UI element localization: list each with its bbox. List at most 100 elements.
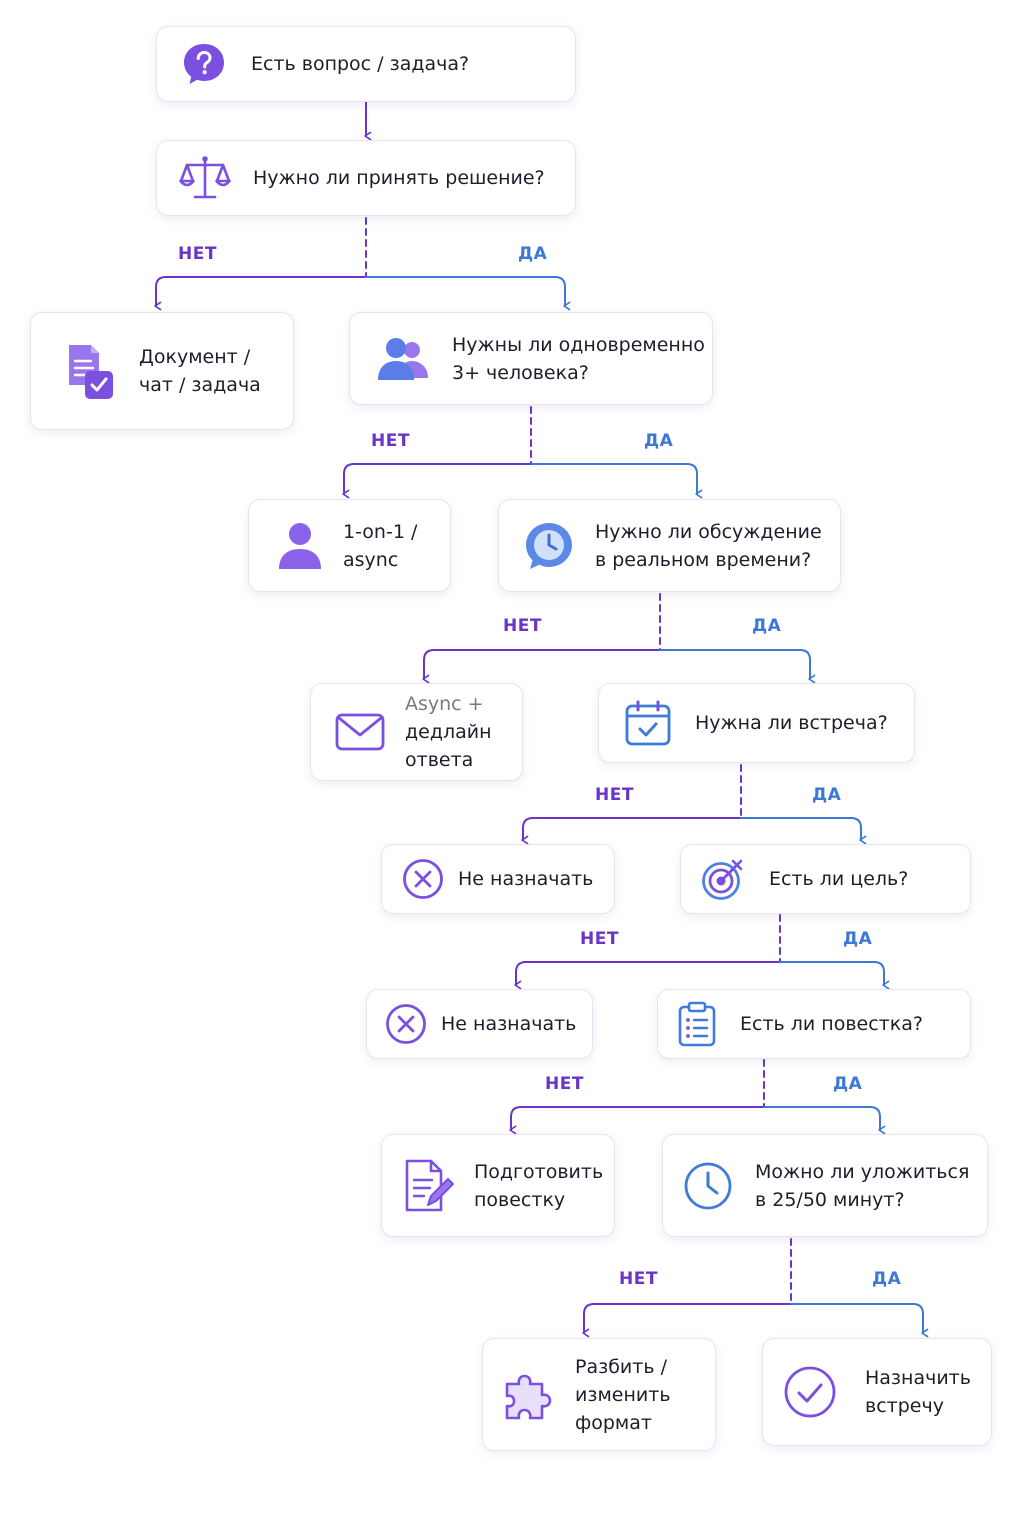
yes-label-2: ДА — [644, 431, 674, 451]
no-label-4: НЕТ — [595, 785, 634, 805]
node-meeting-needed-text: Нужна ли встреча? — [695, 709, 888, 737]
connector-no-branch-4 — [521, 817, 742, 845]
connector-yes-branch-6 — [763, 1106, 886, 1135]
node-dont-schedule-2[interactable]: Не назначать — [366, 989, 593, 1059]
target-icon — [701, 857, 745, 901]
node-realtime-line-2: в реальном времени? — [595, 548, 812, 571]
node-async-deadline-text: Async + дедлайн ответа — [405, 690, 492, 774]
node-dont-schedule-2-text: Не назначать — [441, 1010, 576, 1038]
calendar-check-icon — [625, 700, 671, 746]
no-label-7: НЕТ — [619, 1269, 658, 1289]
node-prepare-agenda-text: Подготовить повестку — [474, 1158, 603, 1214]
connector-yes-branch-1 — [365, 276, 571, 311]
node-start-text: Есть вопрос / задача? — [251, 50, 469, 78]
node-realtime-line-1: Нужно ли обсуждение — [595, 520, 822, 543]
node-decision-needed[interactable]: Нужно ли принять решение? — [156, 140, 576, 216]
connector-no-branch-2 — [342, 463, 532, 499]
node-decision-needed-text: Нужно ли принять решение? — [253, 164, 545, 192]
node-time-fit-text: Можно ли уложиться в 25/50 минут? — [755, 1158, 969, 1214]
node-meeting-needed[interactable]: Нужна ли встреча? — [598, 683, 915, 763]
node-has-goal-line-1: Есть ли цель? — [769, 868, 909, 890]
node-has-agenda[interactable]: Есть ли повестка? — [657, 989, 971, 1059]
node-split-change-line-3: формат — [575, 1411, 652, 1434]
node-decision-needed-line-1: Нужно ли принять решение? — [253, 167, 545, 189]
node-one-on-one-line-2: async — [343, 548, 399, 571]
node-split-change[interactable]: Разбить / изменить формат — [482, 1338, 716, 1451]
no-label-1: НЕТ — [178, 244, 217, 264]
connector-yes-branch-4 — [740, 817, 867, 845]
connector-yes-branch-7 — [790, 1303, 929, 1338]
node-realtime[interactable]: Нужно ли обсуждение в реальном времени? — [498, 499, 841, 592]
envelope-icon — [335, 712, 385, 752]
node-time-fit-line-2: в 25/50 минут? — [755, 1188, 905, 1211]
document-check-icon — [65, 341, 117, 401]
yes-label-7: ДА — [872, 1269, 902, 1289]
x-circle-icon — [385, 1003, 427, 1045]
yes-label-3: ДА — [752, 616, 782, 636]
node-dont-schedule-2-line-1: Не назначать — [441, 1013, 577, 1035]
node-dont-schedule-1[interactable]: Не назначать — [381, 844, 615, 914]
connector-no-branch-1 — [154, 276, 367, 311]
node-one-on-one[interactable]: 1-on-1 / async — [248, 499, 451, 592]
x-circle-icon — [402, 858, 444, 900]
connector-yes-branch-5 — [779, 961, 890, 990]
clock-bubble-icon — [523, 520, 575, 572]
clipboard-list-icon — [678, 1001, 716, 1047]
node-split-change-text: Разбить / изменить формат — [575, 1353, 671, 1437]
node-has-agenda-line-1: Есть ли повестка? — [740, 1013, 923, 1035]
clock-icon — [683, 1161, 733, 1211]
user-icon — [277, 521, 323, 571]
node-async-deadline-prefix: Async + — [405, 693, 484, 715]
no-label-2: НЕТ — [371, 431, 410, 451]
document-edit-icon — [404, 1158, 454, 1214]
yes-label-6: ДА — [833, 1074, 863, 1094]
no-label-5: НЕТ — [580, 929, 619, 949]
node-one-on-one-text: 1-on-1 / async — [343, 518, 417, 574]
node-split-change-line-2: изменить — [575, 1383, 671, 1406]
connector-yes-branch-3 — [659, 649, 816, 684]
node-three-people-text: Нужны ли одновременно 3+ человека? — [452, 331, 705, 387]
node-realtime-text: Нужно ли обсуждение в реальном времени? — [595, 518, 822, 574]
node-has-goal[interactable]: Есть ли цель? — [680, 844, 971, 914]
node-start-line-1: Есть вопрос / задача? — [251, 53, 470, 75]
connector-no-branch-5 — [514, 961, 781, 990]
scales-icon — [179, 155, 231, 201]
connector-no-branch-7 — [582, 1303, 792, 1338]
node-meeting-needed-line-1: Нужна ли встреча? — [695, 712, 888, 734]
yes-label-5: ДА — [843, 929, 873, 949]
node-has-goal-text: Есть ли цель? — [769, 865, 908, 893]
node-three-people-line-1: Нужны ли одновременно — [452, 333, 705, 356]
node-has-agenda-text: Есть ли повестка? — [740, 1010, 923, 1038]
node-prepare-agenda-line-2: повестку — [474, 1188, 566, 1211]
node-dont-schedule-1-line-1: Не назначать — [458, 868, 594, 890]
users-icon — [376, 336, 430, 382]
node-async-deadline-line-2: ответа — [405, 749, 474, 771]
node-doc-chat-task-line-2: чат / задача — [139, 374, 261, 396]
node-one-on-one-line-1: 1-on-1 / — [343, 520, 418, 543]
node-split-change-line-1: Разбить / — [575, 1355, 667, 1378]
node-schedule-line-1: Назначить — [865, 1367, 971, 1389]
node-doc-chat-task-text: Документ / чат / задача — [139, 343, 261, 399]
node-prepare-agenda-line-1: Подготовить — [474, 1160, 604, 1183]
node-schedule[interactable]: Назначить встречу — [762, 1338, 992, 1446]
node-start[interactable]: Есть вопрос / задача? — [156, 26, 576, 102]
no-label-6: НЕТ — [545, 1074, 584, 1094]
connector-no-branch-3 — [422, 649, 661, 684]
node-schedule-line-2: встречу — [865, 1395, 944, 1417]
yes-label-1: ДА — [518, 244, 548, 264]
node-three-people[interactable]: Нужны ли одновременно 3+ человека? — [349, 312, 713, 405]
node-dont-schedule-1-text: Не назначать — [458, 865, 593, 893]
connector-no-branch-6 — [509, 1106, 765, 1135]
node-async-deadline-line-1: дедлайн — [405, 721, 492, 743]
node-async-deadline[interactable]: Async + дедлайн ответа — [310, 683, 523, 781]
puzzle-icon — [503, 1368, 557, 1422]
question-bubble-icon — [181, 41, 227, 87]
check-circle-icon — [783, 1365, 837, 1419]
no-label-3: НЕТ — [503, 616, 542, 636]
node-time-fit[interactable]: Можно ли уложиться в 25/50 минут? — [662, 1134, 988, 1237]
node-prepare-agenda[interactable]: Подготовить повестку — [381, 1134, 615, 1237]
node-three-people-line-2: 3+ человека? — [452, 361, 589, 384]
node-time-fit-line-1: Можно ли уложиться — [755, 1160, 970, 1183]
node-doc-chat-task[interactable]: Документ / чат / задача — [30, 312, 294, 430]
node-doc-chat-task-line-1: Документ / — [139, 346, 251, 368]
